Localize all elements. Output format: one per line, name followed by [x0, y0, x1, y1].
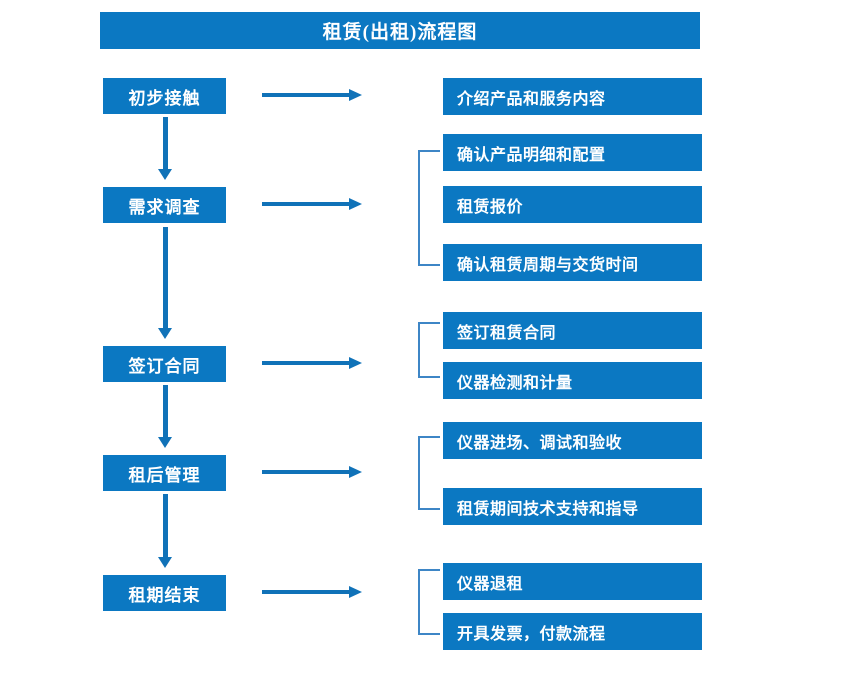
- group-bracket-4: [418, 436, 440, 510]
- right-arrow-icon-3: [262, 356, 362, 370]
- stage-box-3[interactable]: 签订合同: [103, 346, 226, 382]
- down-arrow-icon-4: [158, 494, 172, 568]
- page-title: 租赁(出租)流程图: [100, 12, 700, 49]
- detail-box-8[interactable]: 租赁期间技术支持和指导: [443, 488, 702, 525]
- group-bracket-3: [418, 322, 440, 378]
- detail-box-3[interactable]: 租赁报价: [443, 186, 702, 223]
- stage-box-1[interactable]: 初步接触: [103, 78, 226, 114]
- down-arrow-icon-1: [158, 117, 172, 180]
- right-arrow-icon-2: [262, 197, 362, 211]
- group-bracket-5: [418, 569, 440, 635]
- detail-box-1[interactable]: 介绍产品和服务内容: [443, 78, 702, 115]
- detail-box-6[interactable]: 仪器检测和计量: [443, 362, 702, 399]
- down-arrow-icon-2: [158, 227, 172, 339]
- stage-box-2[interactable]: 需求调查: [103, 187, 226, 223]
- detail-box-10[interactable]: 开具发票，付款流程: [443, 613, 702, 650]
- detail-box-9[interactable]: 仪器退租: [443, 563, 702, 600]
- detail-box-7[interactable]: 仪器进场、调试和验收: [443, 422, 702, 459]
- right-arrow-icon-5: [262, 585, 362, 599]
- detail-box-5[interactable]: 签订租赁合同: [443, 312, 702, 349]
- down-arrow-icon-3: [158, 385, 172, 448]
- stage-box-4[interactable]: 租后管理: [103, 455, 226, 491]
- right-arrow-icon-1: [262, 88, 362, 102]
- detail-box-4[interactable]: 确认租赁周期与交货时间: [443, 244, 702, 281]
- right-arrow-icon-4: [262, 465, 362, 479]
- group-bracket-2: [418, 150, 440, 266]
- stage-box-5[interactable]: 租期结束: [103, 575, 226, 611]
- detail-box-2[interactable]: 确认产品明细和配置: [443, 134, 702, 171]
